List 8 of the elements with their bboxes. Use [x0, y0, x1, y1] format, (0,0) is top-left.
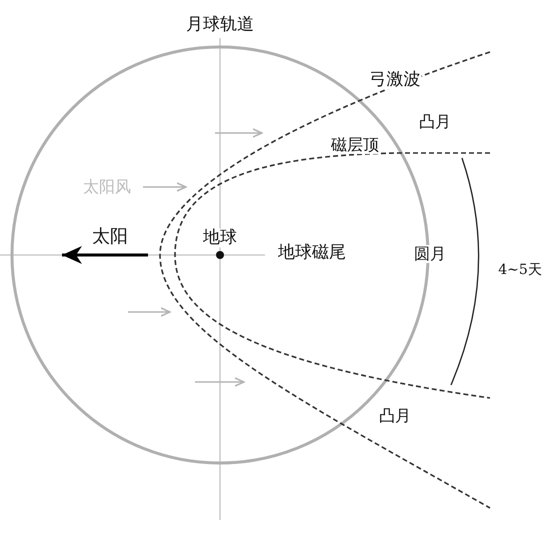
- label: 太阳风: [82, 178, 132, 196]
- label: 地球磁尾: [277, 244, 347, 262]
- label: 磁层顶: [330, 136, 380, 154]
- label: 4~5天: [497, 262, 543, 278]
- label: 弓激波: [368, 70, 422, 90]
- label: 太阳: [91, 227, 129, 247]
- label: 地球: [202, 228, 238, 248]
- label: 月球轨道: [185, 16, 255, 34]
